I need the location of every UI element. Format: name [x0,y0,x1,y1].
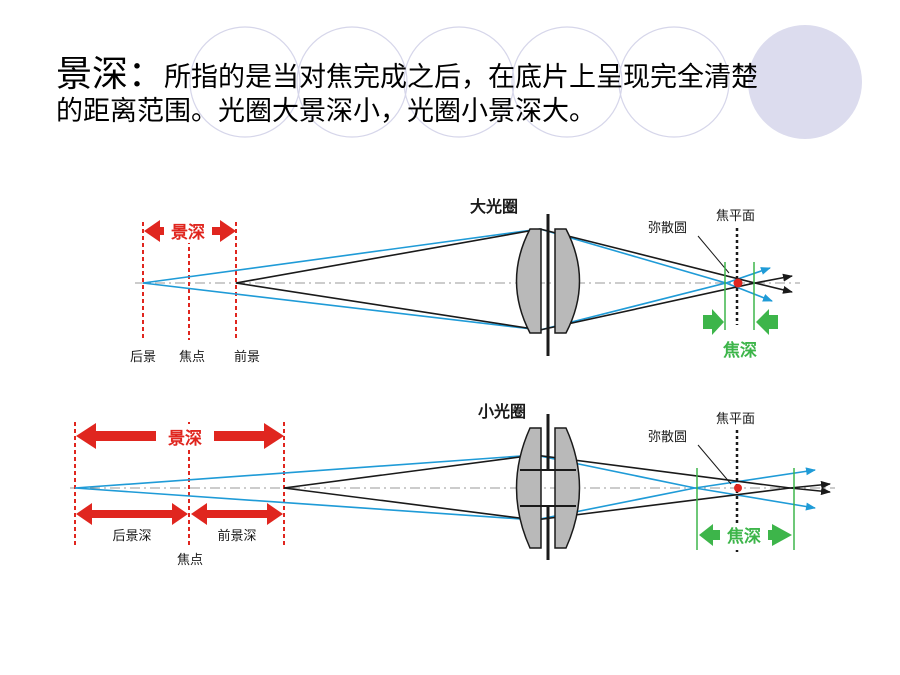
focal-plane-label: 焦平面 [716,412,755,427]
coc-label: 弥散圆 [648,220,687,236]
coc-dot [734,484,742,492]
small-aperture-diagram: 景深 小光圈 [70,402,835,568]
dof-arrow: 景深 [144,219,236,243]
front-dof-label: 前景深 [217,528,256,544]
rays-black [235,228,793,331]
focus-point-label: 焦点 [179,350,205,365]
focal-plane-label: 焦平面 [716,209,755,224]
coc-leader [697,235,730,274]
page-header: 景深：所指的是当对焦完成之后，在底片上呈现完全清楚 的距离范围。光圈大景深小，光… [56,57,856,129]
rays-blue [142,228,773,331]
back-dof-arrow [76,503,188,525]
rays-blue [74,454,816,521]
large-aperture-title: 大光圈 [470,197,518,216]
lens-small-aperture [515,414,581,560]
deco-circle-filled [748,25,862,139]
deco-circle [618,26,730,138]
depth-of-focus-label: 焦深 [726,526,761,547]
term-heading: 景深： [56,54,165,95]
definition-text: 所指的是当对焦完成之后，在底片上呈现完全清楚 [164,62,759,93]
dof-arrow: 景深 [76,423,284,450]
rays-black [283,454,831,521]
focus-point-label: 焦点 [177,553,203,568]
header-line-2: 的距离范围。光圈大景深小，光圈小景深大。 [56,96,596,127]
coc-leader [697,444,732,485]
dof-label: 景深 [171,222,205,243]
large-aperture-diagram: 景深 大光圈 焦平面 弥散圆 [130,197,800,365]
deco-circle [403,26,515,138]
coc-label: 弥散圆 [648,429,687,445]
lens-large-aperture [515,214,581,356]
front-dof-arrow [191,503,283,525]
header-line-1: 景深：所指的是当对焦完成之后，在底片上呈现完全清楚 [56,57,856,95]
depth-of-focus-label: 焦深 [722,340,757,361]
depth-of-focus-arrow-right [756,309,778,335]
small-aperture-title: 小光圈 [478,402,526,421]
back-dof-label: 后景深 [112,529,151,544]
deco-circle [296,26,408,138]
deco-circle [511,26,623,138]
coc-dot [733,278,743,288]
depth-of-focus-arrow-left [703,309,724,335]
dof-label: 景深 [168,428,202,449]
back-scene-label: 后景 [130,350,156,365]
deco-circle [189,26,301,138]
front-scene-label: 前景 [234,349,260,365]
